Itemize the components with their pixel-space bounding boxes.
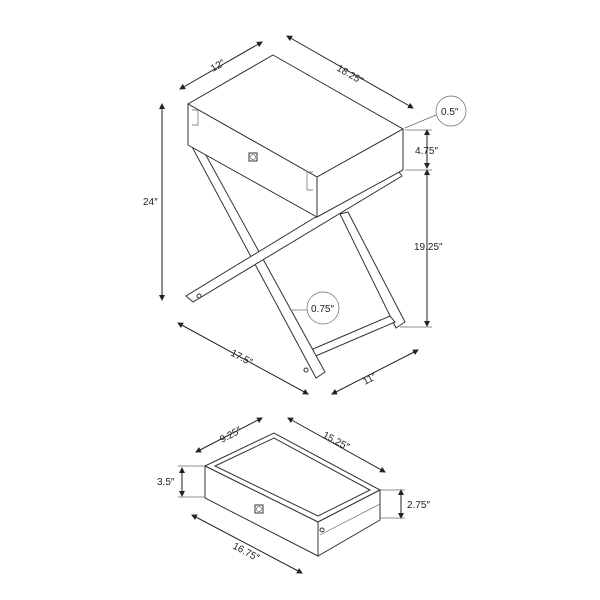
leg-bolt-icon: [303, 367, 309, 373]
drawer-side: [317, 489, 381, 557]
drawer-drawing: [203, 432, 382, 557]
dim-total-height: 24″: [143, 197, 158, 208]
dim-box-height: 4.75″: [415, 146, 438, 157]
callout-circle: [306, 291, 340, 325]
dim-base-length: 17.5″: [229, 348, 255, 369]
drawer-pull-icon: [254, 504, 264, 514]
dim-drawer-side-height: 2.75″: [407, 500, 430, 511]
drawer-slide-icon: [319, 527, 325, 533]
back-crossbar: [305, 315, 396, 359]
dim-top-width: 12″: [209, 58, 228, 75]
table-side: [316, 128, 404, 218]
dim-drawer-inner-length: 15.25″: [321, 430, 352, 453]
dim-base-width: 11″: [361, 371, 379, 387]
dim-leg-thickness: 0.75″: [311, 304, 334, 315]
side-table-drawing: [185, 54, 406, 379]
dim-drawer-inner-width: 9.25″: [218, 425, 244, 446]
drawer-pull-icon: [248, 152, 258, 162]
front-leg-b: [185, 167, 403, 303]
leg-bolt-icon: [196, 293, 202, 299]
dim-leg-height: 19.25″: [414, 242, 443, 253]
callout-circle: [435, 95, 467, 127]
dim-top-thickness: 0.5″: [441, 107, 459, 118]
back-leg-right: [339, 211, 406, 329]
dim-drawer-front-length: 16.75″: [231, 541, 262, 564]
dim-top-length: 18.25″: [335, 63, 366, 87]
dim-drawer-front-height: 3.5″: [157, 477, 175, 488]
